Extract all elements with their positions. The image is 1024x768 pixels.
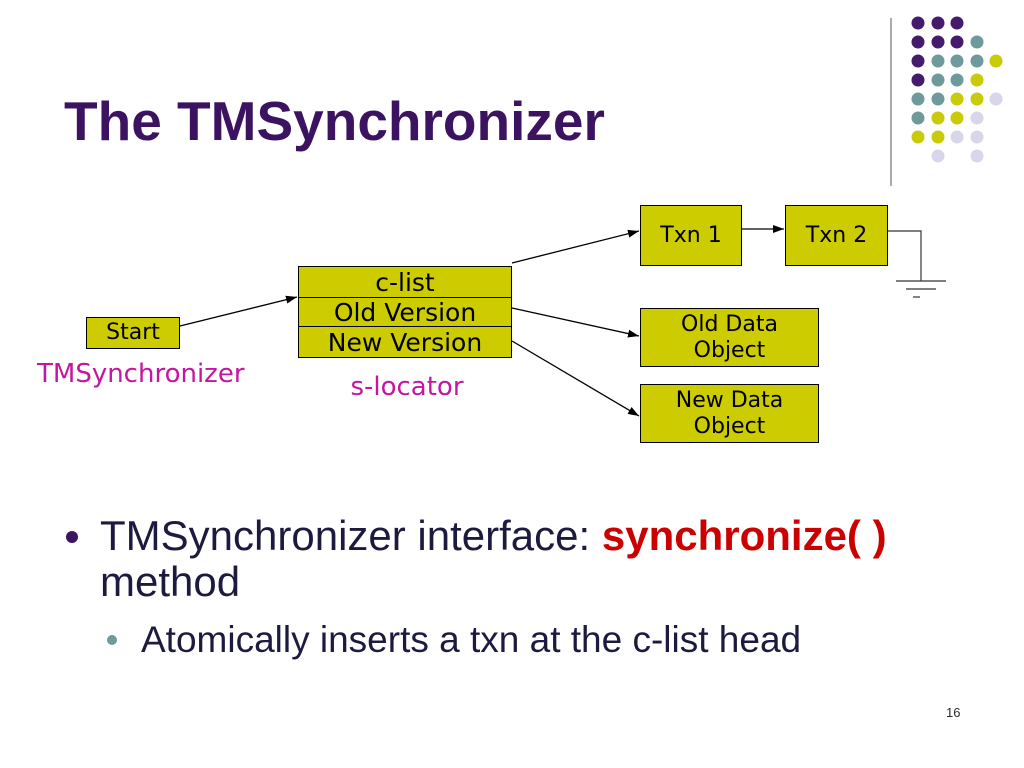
start-box: Start	[86, 317, 180, 349]
decor-dot	[931, 54, 945, 68]
sub-bullet-icon	[107, 635, 117, 645]
s-locator-old-version-field: Old Version	[298, 297, 512, 327]
decor-dot	[911, 111, 925, 125]
bullet-emphasis: synchronize( )	[601, 512, 887, 559]
tmsynchronizer-caption: TMSynchronizer	[37, 359, 245, 389]
decor-dot	[970, 73, 984, 87]
decor-dot	[950, 35, 964, 49]
decor-dot	[931, 149, 945, 163]
txn-2-box: Txn 2	[785, 205, 888, 266]
txn-1-box: Txn 1	[640, 205, 742, 266]
old-data-object-label-line: Old Data	[681, 311, 778, 337]
c-list-label: c-list	[375, 267, 435, 297]
new-version-label: New Version	[327, 327, 483, 357]
decor-dot	[970, 54, 984, 68]
s-locator-new-version-field: New Version	[298, 326, 512, 358]
decor-dot	[989, 54, 1003, 68]
ground-symbol	[888, 230, 946, 298]
new-data-object-box: New Data Object	[640, 384, 819, 443]
s-locator-caption: s-locator	[350, 372, 464, 402]
decor-dot	[911, 73, 925, 87]
decor-dot	[931, 92, 945, 106]
arrow-new-version-to-new-data-object	[511, 340, 640, 417]
start-box-label: Start	[106, 320, 160, 345]
decor-dot	[950, 130, 964, 144]
decor-dot	[911, 54, 925, 68]
decor-dot	[911, 92, 925, 106]
decor-dot	[911, 130, 925, 144]
page-number: 16	[946, 705, 961, 720]
new-data-object-label-line: Object	[693, 413, 766, 439]
slide-title: The TMSynchronizer	[64, 90, 605, 152]
decor-dot-grid	[911, 16, 1003, 163]
sub-bullet-text: Atomically inserts a txn at the c-list h…	[141, 619, 802, 660]
arrow-c-list-to-txn-1	[511, 229, 640, 264]
txn-1-label: Txn 1	[660, 222, 722, 248]
decor-dot	[931, 111, 945, 125]
s-locator-c-list-field: c-list	[298, 266, 512, 298]
decor-dot	[950, 111, 964, 125]
decor-dot	[989, 92, 1003, 106]
decor-dot	[931, 130, 945, 144]
bullet-text: TMSynchronizer interface:	[100, 512, 591, 559]
decor-dot	[931, 16, 945, 30]
decor-dot	[970, 130, 984, 144]
decor-dot	[950, 73, 964, 87]
arrow-old-version-to-old-data-object	[511, 307, 640, 338]
decor-dot	[970, 92, 984, 106]
decor-dot	[950, 92, 964, 106]
arrow-start-to-s-locator	[179, 295, 298, 327]
old-data-object-box: Old Data Object	[640, 308, 819, 367]
decor-dot	[970, 149, 984, 163]
decor-dot	[970, 111, 984, 125]
decor-dot	[970, 35, 984, 49]
decor-dot	[950, 16, 964, 30]
decor-dot	[931, 35, 945, 49]
old-data-object-label-line: Object	[693, 337, 766, 363]
decor-dot	[931, 73, 945, 87]
bullet-icon	[66, 531, 78, 543]
decor-dot	[911, 35, 925, 49]
txn-2-label: Txn 2	[805, 222, 868, 248]
decor-dot	[911, 16, 925, 30]
new-data-object-label-line: New Data	[675, 387, 784, 413]
old-version-label: Old Version	[333, 297, 477, 327]
bullet-text-continuation: method	[100, 558, 241, 605]
bullet-text-line: TMSynchronizer interface: synchronize( )	[100, 512, 887, 560]
decor-dot	[950, 54, 964, 68]
